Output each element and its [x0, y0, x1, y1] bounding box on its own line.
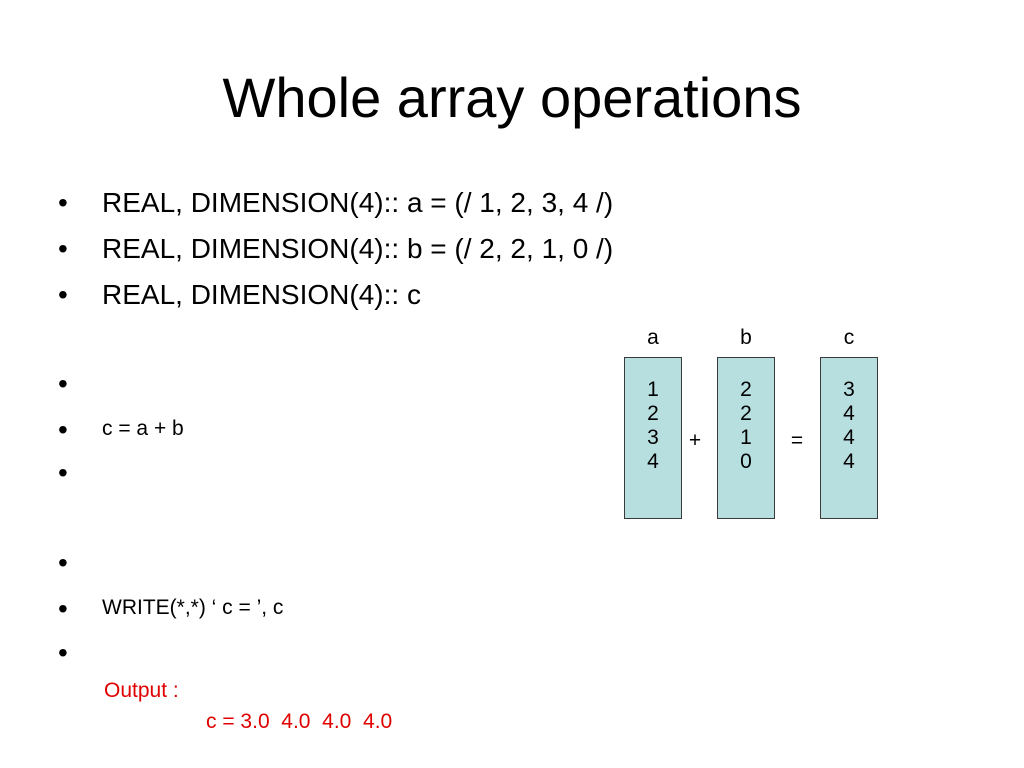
bullet-glyph: • [58, 279, 68, 310]
array-a-value: 2 [647, 402, 659, 425]
column-label-a: a [647, 326, 659, 349]
code-line-c: REAL, DIMENSION(4):: c [102, 279, 421, 310]
bullet-glyph: • [58, 414, 68, 445]
code-line-write: WRITE(*,*) ‘ c = ’, c [102, 596, 284, 619]
equals-operator: = [790, 429, 804, 452]
array-box-c: 3 4 4 4 [820, 357, 878, 519]
array-b-value: 2 [740, 402, 752, 425]
column-label-c: c [843, 326, 855, 349]
bullet-glyph: • [58, 233, 68, 264]
array-b-value: 2 [740, 378, 752, 401]
array-b-value: 0 [740, 450, 752, 473]
array-b-value: 1 [740, 426, 752, 449]
array-a-value: 4 [647, 450, 659, 473]
code-line-sum: c = a + b [102, 417, 184, 440]
slide-title: Whole array operations [222, 66, 802, 129]
bullet-glyph: • [58, 547, 68, 578]
bullet-glyph: • [58, 637, 68, 668]
output-value: c = 3.0 4.0 4.0 4.0 [206, 710, 393, 733]
array-box-b: 2 2 1 0 [717, 357, 775, 519]
code-line-b: REAL, DIMENSION(4):: b = (/ 2, 2, 1, 0 /… [102, 233, 614, 264]
column-label-b: b [740, 326, 752, 349]
output-label: Output : [104, 679, 179, 702]
array-c-value: 4 [843, 426, 855, 449]
array-box-a: 1 2 3 4 [624, 357, 682, 519]
bullet-glyph: • [58, 593, 68, 624]
array-c-value: 3 [843, 378, 855, 401]
array-a-value: 3 [647, 426, 659, 449]
array-c-value: 4 [843, 450, 855, 473]
bullet-glyph: • [58, 368, 68, 399]
array-c-value: 4 [843, 402, 855, 425]
bullet-glyph: • [58, 457, 68, 488]
bullet-glyph: • [58, 187, 68, 218]
plus-operator: + [688, 429, 702, 452]
code-line-a: REAL, DIMENSION(4):: a = (/ 1, 2, 3, 4 /… [102, 187, 614, 218]
array-a-value: 1 [647, 378, 659, 401]
